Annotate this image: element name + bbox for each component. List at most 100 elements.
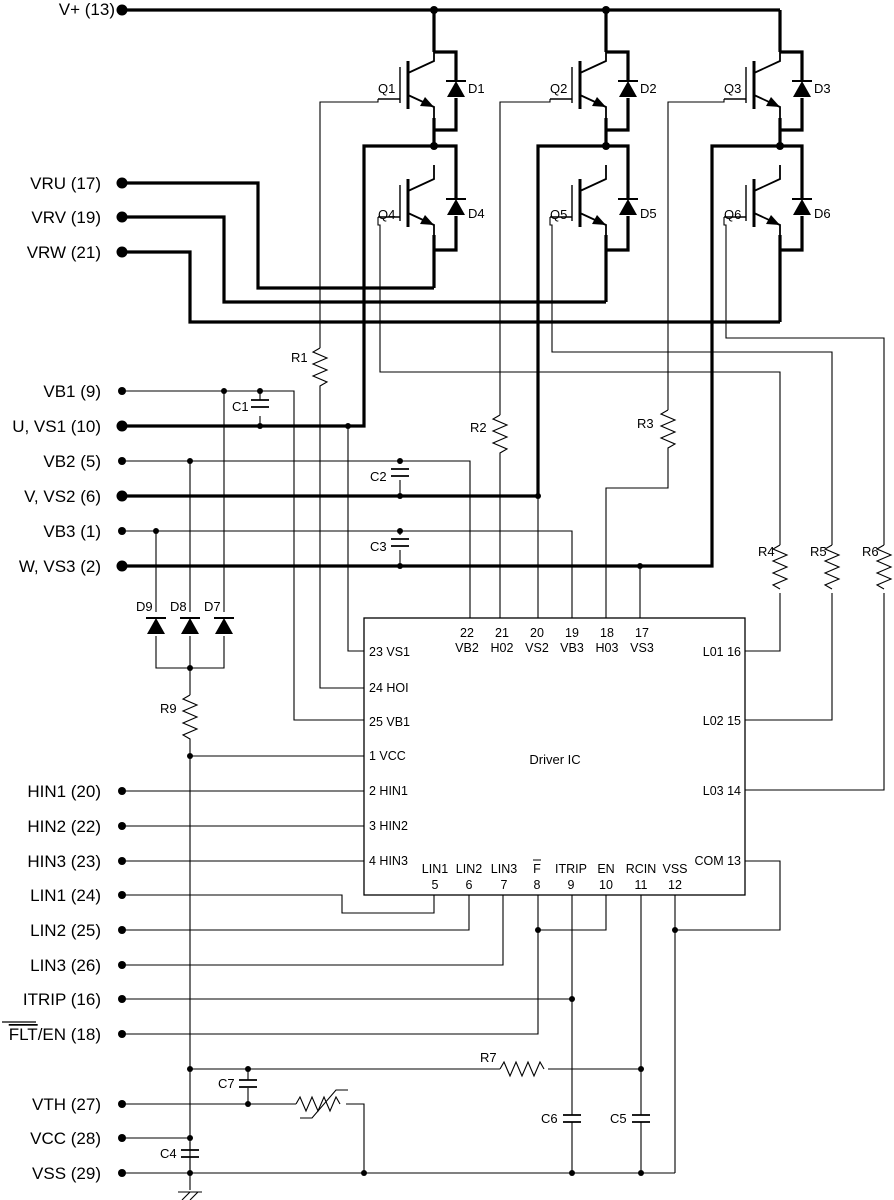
resistors [181,347,893,1078]
c5-label: C5 [610,1111,627,1126]
pin-20-name: VS2 [525,641,549,655]
bottom-caps [181,1079,650,1158]
signal-junctions [153,388,678,1176]
d9-diode [145,617,167,635]
c1-label: C1 [232,399,249,414]
flt-en-rest-text: /EN (18) [38,1025,101,1044]
q4-igbt [376,163,436,243]
power-junctions [430,6,784,150]
pin-22-num: 22 [460,626,474,640]
ground-symbol [178,1191,202,1200]
terminal-lin1: LIN1 (24) [30,886,101,905]
c3-label: C3 [370,539,387,554]
pin-8-name: F [533,862,541,876]
terminal-vb2: VB2 (5) [43,452,101,471]
terminal-lin3: LIN3 (26) [30,956,101,975]
terminal-vrw: VRW (21) [27,243,101,262]
d3-diode [791,80,813,98]
c2-cap [391,468,409,477]
gate-wires [319,99,885,791]
terminal-vs2: V, VS2 (6) [24,487,101,506]
input-wires [122,790,781,1190]
d5-diode [617,198,639,216]
transistor-labels: Q1 Q2 Q3 Q4 Q5 Q6 [378,81,741,222]
pin-10-name: EN [597,862,614,876]
pin-12-num: 12 [668,878,682,892]
c7-cap [239,1079,257,1088]
d8-diode [179,617,201,635]
d6-label: D6 [814,206,831,221]
pin-15-l02: L02 15 [703,714,741,728]
itrip-wire [122,895,573,1173]
d1-label: D1 [468,81,485,96]
pin-24-hoi: 24 HOI [369,681,409,695]
r1-label: R1 [291,350,308,365]
terminal-hin3: HIN3 (23) [27,852,101,871]
r2-resistor [491,414,509,460]
r7-resistor [499,1060,545,1078]
r5-label: R5 [810,544,827,559]
c5-cap [632,1114,650,1123]
d2-diode [617,80,639,98]
pin-17-name: VS3 [630,641,654,655]
cap-labels: C1 C2 C3 [232,399,387,554]
q5-label: Q5 [550,207,567,222]
pin-21-num: 21 [495,626,509,640]
pin-5-name: LIN1 [422,862,448,876]
d2-label: D2 [640,81,657,96]
pin-5-num: 5 [432,878,439,892]
vru-wire [122,181,434,290]
terminal-itrip: ITRIP (16) [23,990,101,1009]
terminal-vth: VTH (27) [32,1095,101,1114]
terminal-vss: VSS (29) [32,1164,101,1183]
terminal-vb3: VB3 (1) [43,522,101,541]
terminal-vplus: V+ (13) [59,0,115,19]
driver-top-pins: 22 VB2 21 H02 20 VS2 19 VB3 18 H03 17 VS… [455,626,654,655]
pin-9-name: ITRIP [555,862,587,876]
lin1-wire [122,894,435,914]
thermistor [295,1089,348,1119]
diode-labels: D1 D2 D3 D4 D5 D6 [468,81,831,221]
d9-label: D9 [136,599,153,614]
r6-resistor [875,544,893,590]
r4-resistor [771,544,789,590]
c7-label: C7 [218,1076,235,1091]
c4-cap [181,1149,199,1158]
pin-19-name: VB3 [560,641,584,655]
r5-resistor [823,544,841,590]
vb1-wire [122,390,364,721]
pin-21-name: H02 [491,641,514,655]
d4-diode [445,198,467,216]
lin3-wire [122,895,504,966]
vs2-wire [122,144,606,498]
vb2-wire [122,460,471,622]
power-wires [122,8,804,568]
bootstrap-diodes [145,617,235,635]
pin-8-num: 8 [534,878,541,892]
resistor-labels: R1 R2 R3 R4 R5 R6 R9 R7 [160,350,879,1065]
r4-label: R4 [758,544,775,559]
boot-diode-labels: D7 D8 D9 [136,599,221,614]
pin-23-vs1: 23 VS1 [369,645,410,659]
terminal-vru: VRU (17) [30,174,101,193]
terminal-dots [116,4,128,1177]
d4-label: D4 [468,206,485,221]
r3-resistor [659,409,677,455]
pin-18-name: H03 [596,641,619,655]
driver-bottom-pins: LIN1 5 LIN2 6 LIN3 7 F 8 ITRIP 9 EN 10 R… [422,859,688,892]
pin-22-name: VB2 [455,641,479,655]
pin-3-hin2: 3 HIN2 [369,819,408,833]
c1-cap [251,399,269,408]
flt-en-wire [122,895,539,1035]
driver-left-pins: 23 VS1 24 HOI 25 VB1 1 VCC 2 HIN1 3 HIN2… [369,645,410,868]
terminal-lin2: LIN2 (25) [30,921,101,940]
d7-label: D7 [204,599,221,614]
pin-10-num: 10 [599,878,613,892]
vs1-wire [122,144,434,428]
pin-12-name: VSS [662,862,687,876]
vrw-wire [122,250,780,324]
terminal-flt-en: FLT/EN (18) [9,1025,101,1044]
q6-igbt [722,163,782,243]
q5-igbt [548,163,608,243]
r2-label: R2 [470,420,487,435]
